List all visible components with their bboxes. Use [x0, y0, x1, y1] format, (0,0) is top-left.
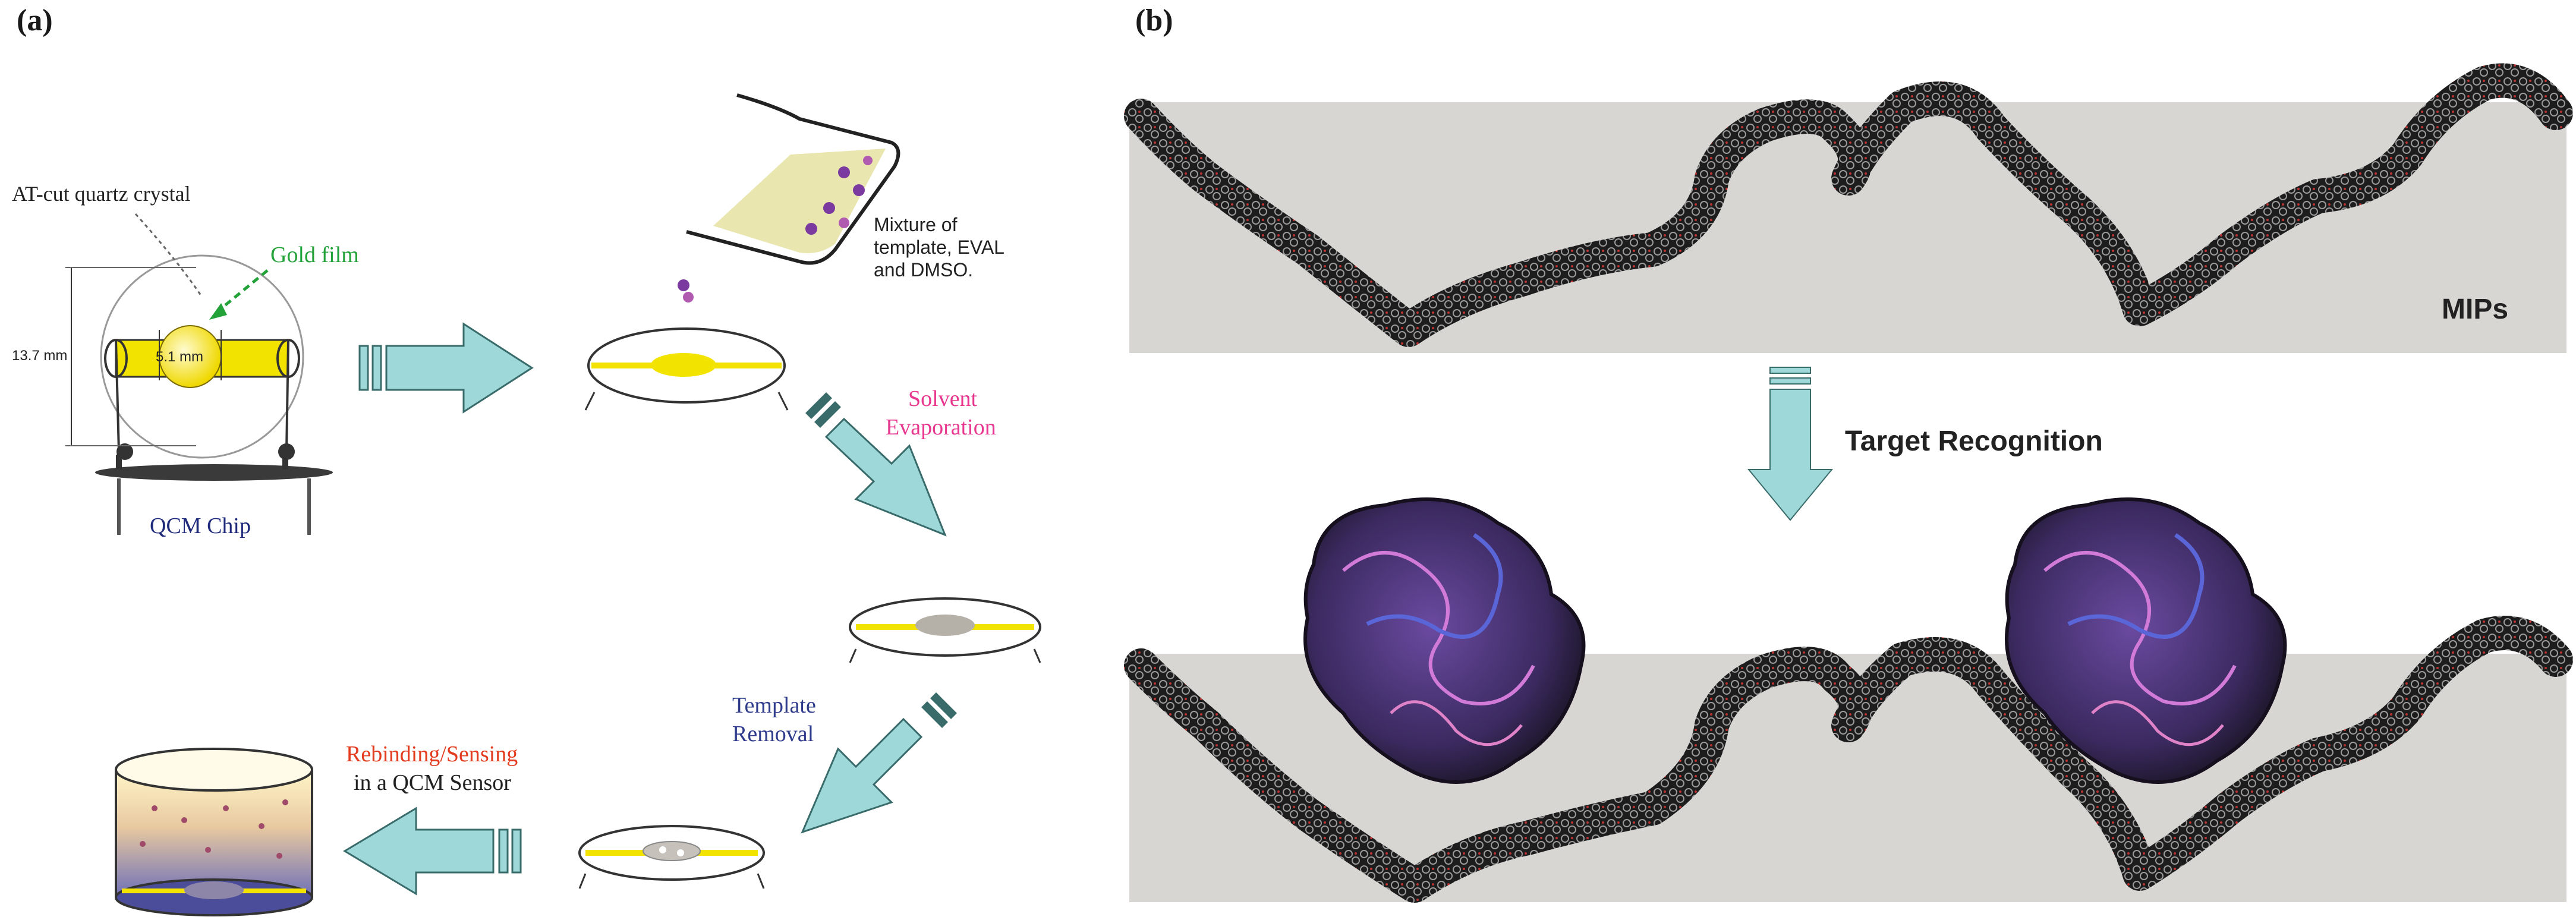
outer-dimension-label: 13.7 mm — [12, 348, 68, 364]
crystal-label: AT-cut quartz crystal — [12, 182, 191, 206]
rebinding-label-line1: Rebinding/Sensing — [346, 742, 518, 767]
qcm-chip-icon — [65, 213, 333, 535]
polymer-chain-top — [1124, 63, 2573, 347]
rebinding-label-line2: in a QCM Sensor — [354, 770, 511, 795]
down-arrow-icon — [1747, 367, 1834, 521]
diagonal-arrow-2-icon — [801, 692, 957, 834]
left-arrow-icon — [343, 806, 522, 896]
panel-a-label: (a) — [17, 4, 53, 37]
sensor-cylinder-icon — [115, 748, 313, 916]
polymer-chain-bottom — [1124, 616, 2573, 903]
target-recognition-label: Target Recognition — [1845, 426, 2103, 457]
pipette-icon — [678, 93, 900, 303]
polymer-chip-icon — [849, 597, 1041, 663]
mixture-label-line1: Mixture of — [874, 214, 958, 235]
inner-dimension-label: 5.1 mm — [156, 349, 204, 365]
protein-blob-left — [1303, 497, 1586, 784]
right-arrow-icon — [358, 322, 534, 414]
template-label-line2: Removal — [732, 721, 814, 746]
mips-label: MIPs — [2442, 294, 2509, 325]
solvent-label-line1: Solvent — [908, 386, 978, 411]
diagonal-arrow-icon — [805, 392, 947, 537]
coated-chip-icon — [584, 327, 789, 411]
protein-blob-right — [2005, 497, 2287, 784]
template-label-line1: Template — [732, 693, 816, 718]
mixture-label-line3: and DMSO. — [874, 259, 974, 281]
template-removed-chip-icon — [578, 825, 765, 889]
qcm-chip-label: QCM Chip — [150, 513, 251, 538]
panel-b-label: (b) — [1135, 4, 1173, 37]
mixture-label-line2: template, EVAL — [874, 237, 1004, 258]
solvent-label-line2: Evaporation — [886, 415, 996, 440]
gold-film-label: Gold film — [270, 242, 359, 267]
